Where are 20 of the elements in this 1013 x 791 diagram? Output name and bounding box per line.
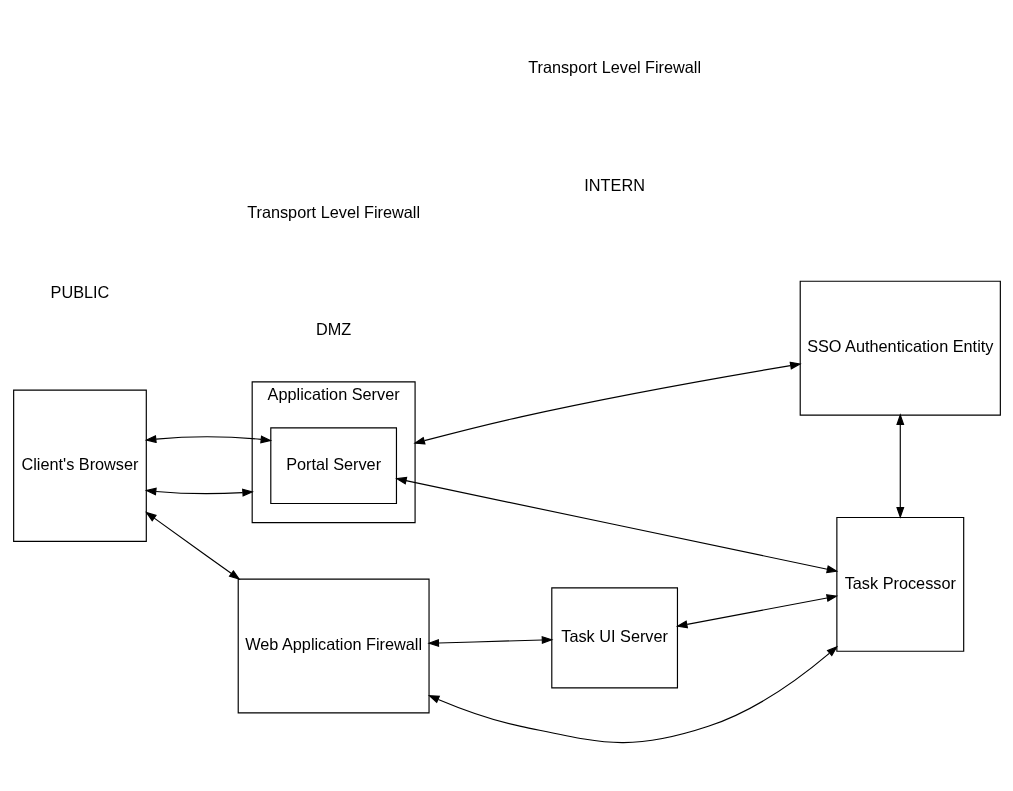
- label: INTERN: [583, 175, 645, 194]
- arrow: [144, 487, 254, 497]
- label: PUBLIC: [50, 282, 109, 301]
- arrow: [412, 361, 802, 445]
- node-box: Task UI Server: [550, 587, 678, 689]
- label: Transport Level Firewall: [246, 202, 420, 221]
- arrow: [144, 435, 272, 444]
- arrow: [426, 635, 553, 648]
- node-box: Web Application Firewall: [237, 578, 430, 714]
- node-box: SSO Authentication Entity: [799, 280, 1001, 416]
- arrow: [675, 594, 838, 629]
- node-box: Client's Browser: [12, 389, 147, 542]
- arrow: [394, 476, 838, 574]
- node-box: Portal Server: [269, 427, 397, 505]
- arrow: [895, 413, 904, 519]
- arrow: [427, 645, 838, 744]
- arrow: [144, 511, 240, 580]
- label: DMZ: [315, 320, 351, 339]
- node-box: Task Processor: [835, 516, 964, 652]
- label: Transport Level Firewall: [527, 58, 701, 77]
